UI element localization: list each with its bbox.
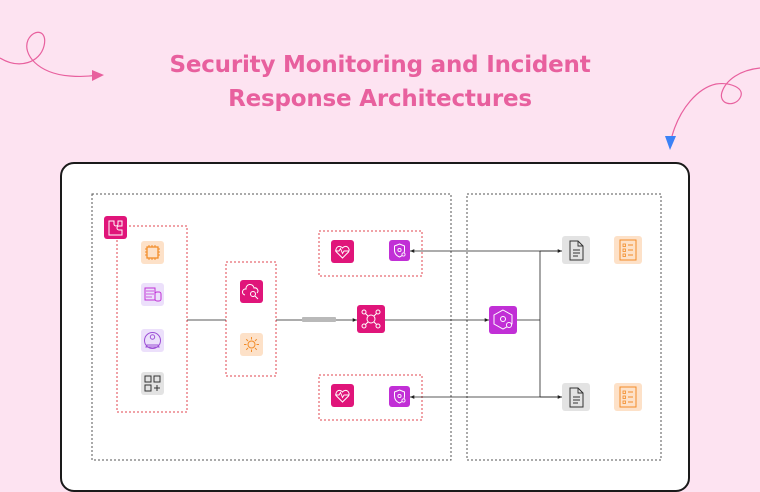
storage-list-icon	[141, 283, 164, 306]
group-response-bottom	[318, 374, 423, 421]
checklist-icon	[614, 236, 642, 264]
document-icon	[562, 236, 590, 264]
apps-grid-icon	[141, 372, 164, 395]
hub-network-icon	[357, 305, 385, 333]
decorative-swirl-right	[665, 67, 760, 150]
document-icon	[562, 383, 590, 411]
title-line-1: Security Monitoring and Incident	[169, 52, 591, 78]
cpu-chip-icon	[141, 241, 164, 264]
title-line-2: Response Architectures	[228, 86, 532, 112]
decorative-swirl-left	[0, 31, 104, 81]
heart-monitor-icon	[331, 384, 354, 407]
group-analysis	[225, 261, 277, 377]
person-laptop-icon	[141, 329, 164, 352]
checklist-icon	[614, 383, 642, 411]
group-response-top	[318, 230, 423, 277]
page-title: Security Monitoring and Incident Respons…	[0, 48, 760, 116]
group-output	[466, 193, 662, 461]
heart-monitor-icon	[331, 240, 354, 263]
sun-settings-icon	[240, 333, 263, 356]
group-main	[91, 193, 452, 461]
architecture-diagram	[91, 193, 662, 461]
puzzle-icon	[104, 216, 127, 239]
shield-user-icon	[389, 240, 410, 261]
cloud-search-icon	[240, 280, 263, 303]
shield-gear-icon	[489, 306, 517, 334]
connector-bar	[302, 317, 336, 322]
shield-user-icon	[389, 386, 410, 407]
